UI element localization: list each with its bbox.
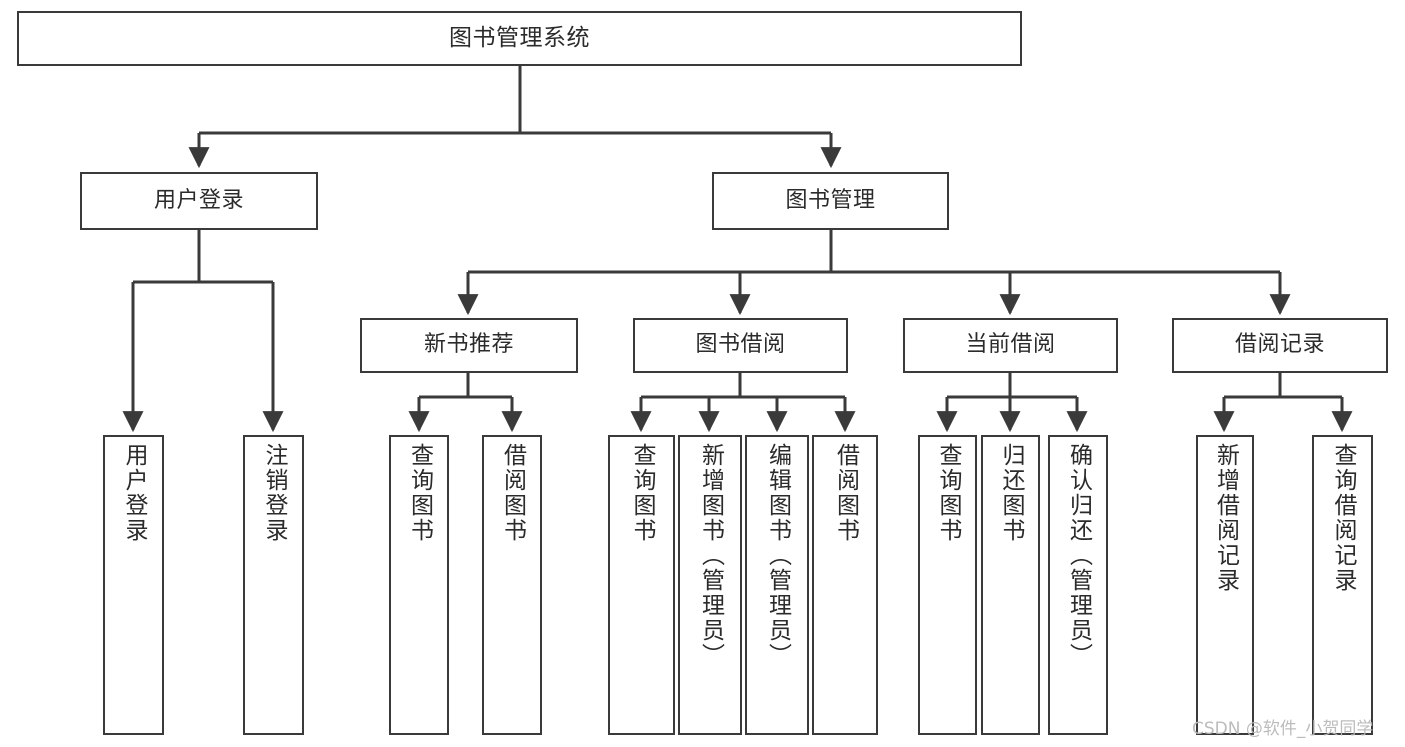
node-label: 借阅图书 (499, 443, 526, 543)
node-label: 借阅图书 (832, 443, 859, 543)
node-label: 当前借阅 (965, 332, 1056, 358)
node-label: 用户登录 (121, 443, 147, 543)
node-label: 查询图书 (406, 443, 433, 543)
node-label: 查询借阅记录 (1330, 443, 1356, 593)
node-label: 查询图书 (935, 443, 961, 543)
node-root-system[interactable]: 图书管理系统 (17, 11, 1022, 66)
node-borrow-record[interactable]: 借阅记录 (1172, 318, 1388, 373)
csdn-watermark: CSDN @软件_小贺同学 (1192, 719, 1374, 739)
leaf-new-book-borrow[interactable]: 借阅图书 (482, 435, 542, 735)
node-current-borrow[interactable]: 当前借阅 (903, 318, 1118, 373)
node-label: 用户登录 (153, 187, 244, 213)
node-label: 新增借阅记录 (1212, 443, 1239, 593)
node-label: 新增图书（管理员） (697, 443, 724, 668)
leaf-new-book-query[interactable]: 查询图书 (389, 435, 449, 735)
node-label: 借阅记录 (1234, 332, 1325, 358)
leaf-record-query-record[interactable]: 查询借阅记录 (1312, 435, 1373, 735)
leaf-borrow-query-book[interactable]: 查询图书 (608, 435, 675, 735)
node-new-book-recommend[interactable]: 新书推荐 (360, 318, 578, 373)
node-label: 图书管理 (785, 187, 876, 213)
leaf-borrow-edit-book-admin[interactable]: 编辑图书（管理员） (745, 435, 809, 735)
leaf-record-add-record[interactable]: 新增借阅记录 (1196, 435, 1254, 735)
node-label: 查询图书 (629, 443, 655, 543)
node-label: 注销登录 (261, 443, 287, 543)
node-label: 编辑图书（管理员） (764, 443, 791, 668)
node-label: 确认归还（管理员） (1065, 443, 1092, 668)
leaf-current-query-book[interactable]: 查询图书 (918, 435, 977, 735)
node-book-borrow[interactable]: 图书借阅 (633, 318, 848, 373)
node-book-management[interactable]: 图书管理 (712, 172, 949, 230)
leaf-user-login-login[interactable]: 用户登录 (103, 435, 164, 735)
leaf-borrow-add-book-admin[interactable]: 新增图书（管理员） (678, 435, 742, 735)
node-label: 新书推荐 (423, 332, 514, 358)
leaf-borrow-borrow-book[interactable]: 借阅图书 (812, 435, 878, 735)
node-label: 图书借阅 (695, 332, 786, 358)
leaf-user-login-logout[interactable]: 注销登录 (243, 435, 304, 735)
node-label: 图书管理系统 (449, 24, 590, 51)
leaf-current-confirm-return-admin[interactable]: 确认归还（管理员） (1048, 435, 1108, 735)
node-user-login[interactable]: 用户登录 (80, 172, 318, 230)
node-label: 归还图书 (998, 443, 1024, 543)
leaf-current-return-book[interactable]: 归还图书 (981, 435, 1040, 735)
